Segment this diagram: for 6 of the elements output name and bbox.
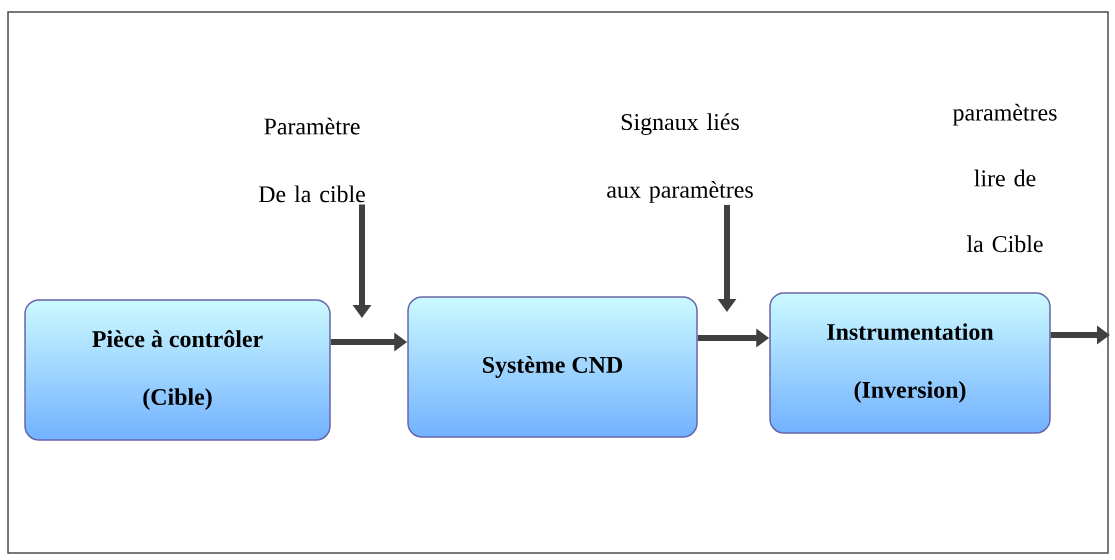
- process-box: Pièce à contrôler (Cible): [24, 299, 331, 441]
- annotation-text: paramètres lire de la Cible: [952, 103, 1057, 253]
- annotation-text: Paramètre De la cible: [258, 117, 365, 203]
- process-box: Système CND: [407, 296, 698, 438]
- annotation-text: Signaux liés aux paramètres: [607, 113, 753, 203]
- process-box: Instrumentation (Inversion): [769, 292, 1051, 434]
